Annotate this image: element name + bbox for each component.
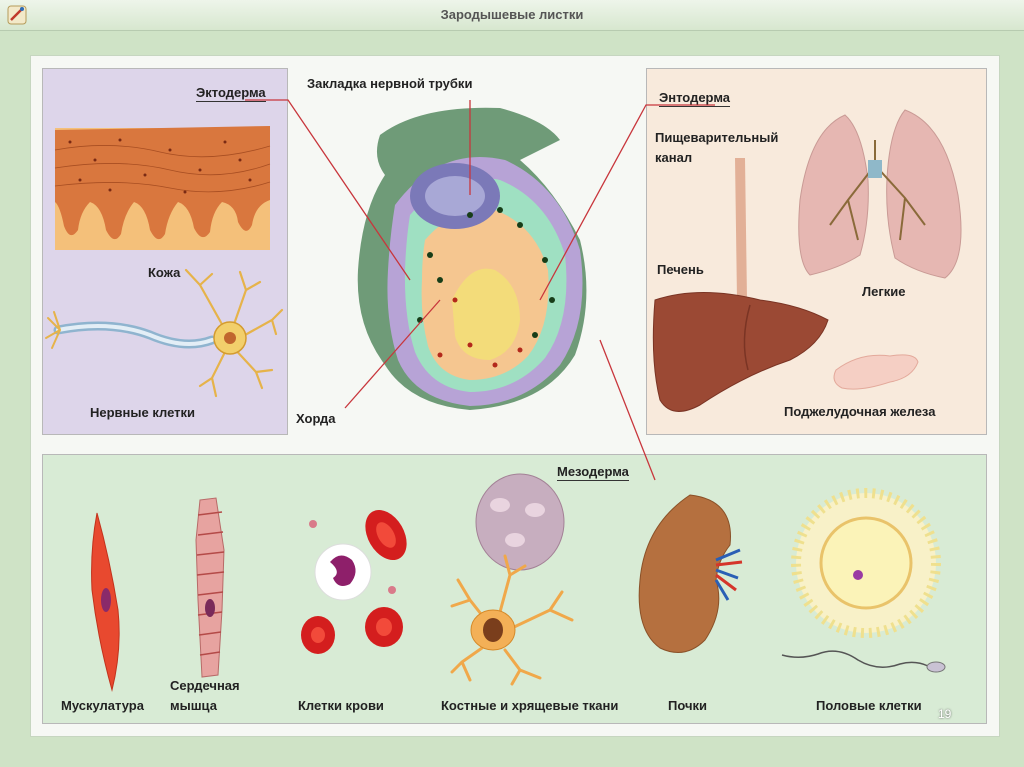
skin-illustration (54, 126, 271, 250)
page-number: 19 (938, 707, 952, 721)
blood-cells-label: Клетки крови (298, 698, 384, 713)
heart-muscle-label-line1: Сердечная (170, 678, 240, 693)
neural-tube-label: Закладка нервной трубки (307, 76, 473, 91)
endoderm-header: Энтодерма (659, 90, 730, 107)
heart-muscle-label-line2: мышца (170, 698, 217, 713)
neuron-illustration (45, 268, 284, 398)
nerve-cells-label: Нервные клетки (90, 405, 196, 420)
title-bar: Зародышевые листки (0, 0, 1024, 31)
egg-cell-illustration (791, 488, 941, 638)
blood-cells-illustration (301, 509, 407, 654)
digestive-canal-label-line2: канал (655, 150, 693, 165)
sperm-cell-illustration (781, 650, 946, 673)
embryo-cross-section (357, 107, 587, 411)
ectoderm-header: Эктодерма (196, 85, 266, 102)
bone-cartilage-illustration (450, 473, 574, 686)
heart-muscle-illustration (195, 497, 225, 678)
chord-label: Хорда (296, 411, 336, 426)
kidney-illustration (638, 494, 743, 653)
skin-label: Кожа (148, 265, 181, 280)
bone-cartilage-label: Костные и хрящевые ткани (441, 698, 619, 713)
leader-lines (245, 99, 715, 481)
muscle-cell-illustration (91, 512, 120, 692)
mesoderm-header: Мезодерма (557, 464, 629, 481)
lungs-label: Легкие (862, 284, 906, 299)
app-icon[interactable] (6, 4, 28, 26)
liver-label: Печень (657, 262, 704, 277)
pancreas-label: Поджелудочная железа (784, 404, 936, 419)
window-title: Зародышевые листки (440, 7, 584, 22)
pancreas-illustration (833, 354, 919, 390)
digestive-tube-illustration (735, 158, 747, 300)
lungs-illustration (798, 109, 962, 279)
muscle-label: Мускулатура (61, 698, 144, 713)
digestive-canal-label-line1: Пищеварительный (655, 130, 779, 145)
kidneys-label: Почки (668, 698, 708, 713)
liver-illustration (652, 292, 829, 412)
sex-cells-label: Половые клетки (816, 698, 922, 713)
